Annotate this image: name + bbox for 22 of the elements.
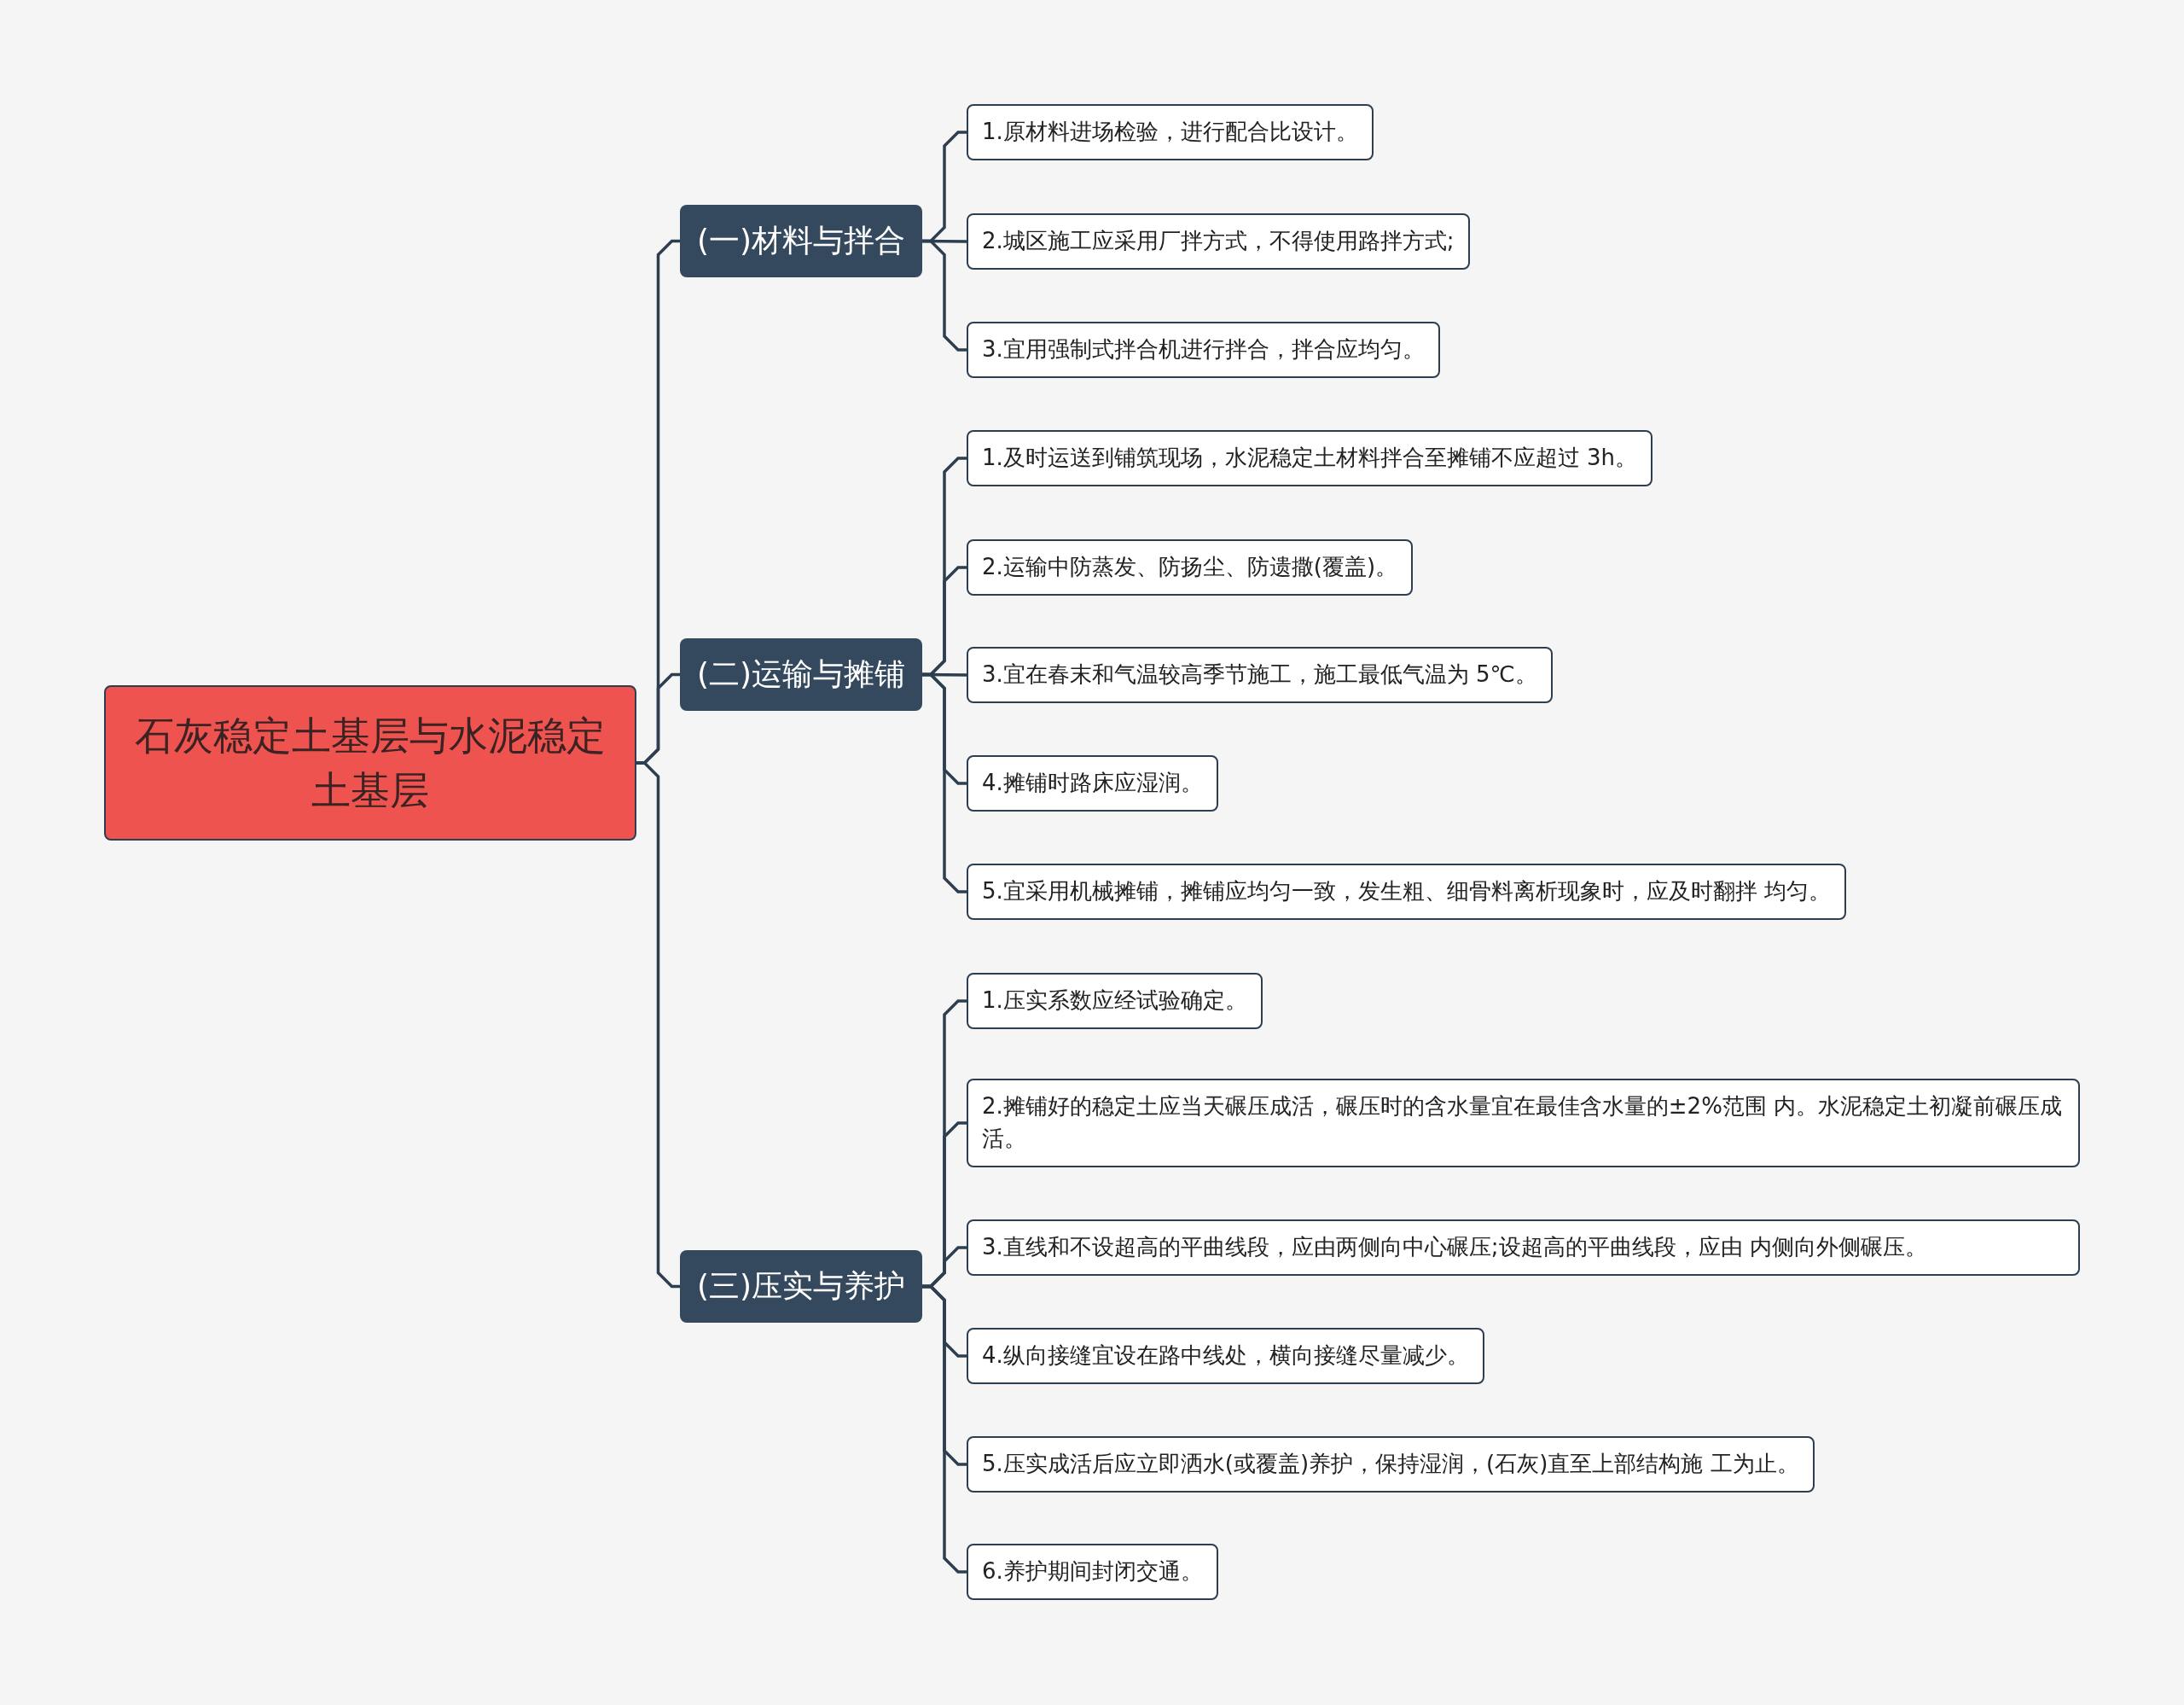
subtopic-box: 1.原材料进场检验，进行配合比设计。 <box>967 104 1374 160</box>
connector-line <box>922 239 967 352</box>
subtopic-box: 1.压实系数应经试验确定。 <box>967 973 1263 1029</box>
subtopic-box: 4.纵向接缝宜设在路中线处，横向接缝尽量减少。 <box>967 1328 1484 1384</box>
connector-line <box>922 1284 967 1574</box>
subtopic-box: 2.摊铺好的稳定土应当天碾压成活，碾压时的含水量宜在最佳含水量的±2%范围 内。水泥稳定土初凝前碾压成活。 <box>967 1079 2080 1167</box>
subtopic-box: 5.压实成活后应立即洒水(或覆盖)养护，保持湿润，(石灰)直至上部结构施 工为止。 <box>967 1436 1815 1493</box>
branch-topic: (一)材料与拌合 <box>680 205 922 277</box>
branch-topic: (二)运输与摊铺 <box>680 638 922 711</box>
central-topic: 石灰稳定土基层与水泥稳定土基层 <box>104 685 636 841</box>
subtopic-box: 2.城区施工应采用厂拌方式，不得使用路拌方式; <box>967 213 1470 270</box>
subtopic-box: 1.及时运送到铺筑现场，水泥稳定土材料拌合至摊铺不应超过 3h。 <box>967 430 1653 486</box>
subtopic-box: 3.直线和不设超高的平曲线段，应由两侧向中心碾压;设超高的平曲线段，应由 内侧向外侧碾压。 <box>967 1219 2080 1276</box>
subtopic-box: 4.摊铺时路床应湿润。 <box>967 755 1218 812</box>
subtopic-box: 6.养护期间封闭交通。 <box>967 1544 1218 1600</box>
subtopic-box: 3.宜在春末和气温较高季节施工，施工最低气温为 5℃。 <box>967 647 1553 703</box>
subtopic-box: 5.宜采用机械摊铺，摊铺应均匀一致，发生粗、细骨料离析现象时，应及时翻拌 均匀。 <box>967 864 1847 920</box>
connector-line <box>636 761 680 1289</box>
branch-topic: (三)压实与养护 <box>680 1250 922 1323</box>
subtopic-box: 3.宜用强制式拌合机进行拌合，拌合应均匀。 <box>967 322 1440 378</box>
connector-line <box>922 672 967 893</box>
subtopic-box: 2.运输中防蒸发、防扬尘、防遗撒(覆盖)。 <box>967 539 1414 596</box>
